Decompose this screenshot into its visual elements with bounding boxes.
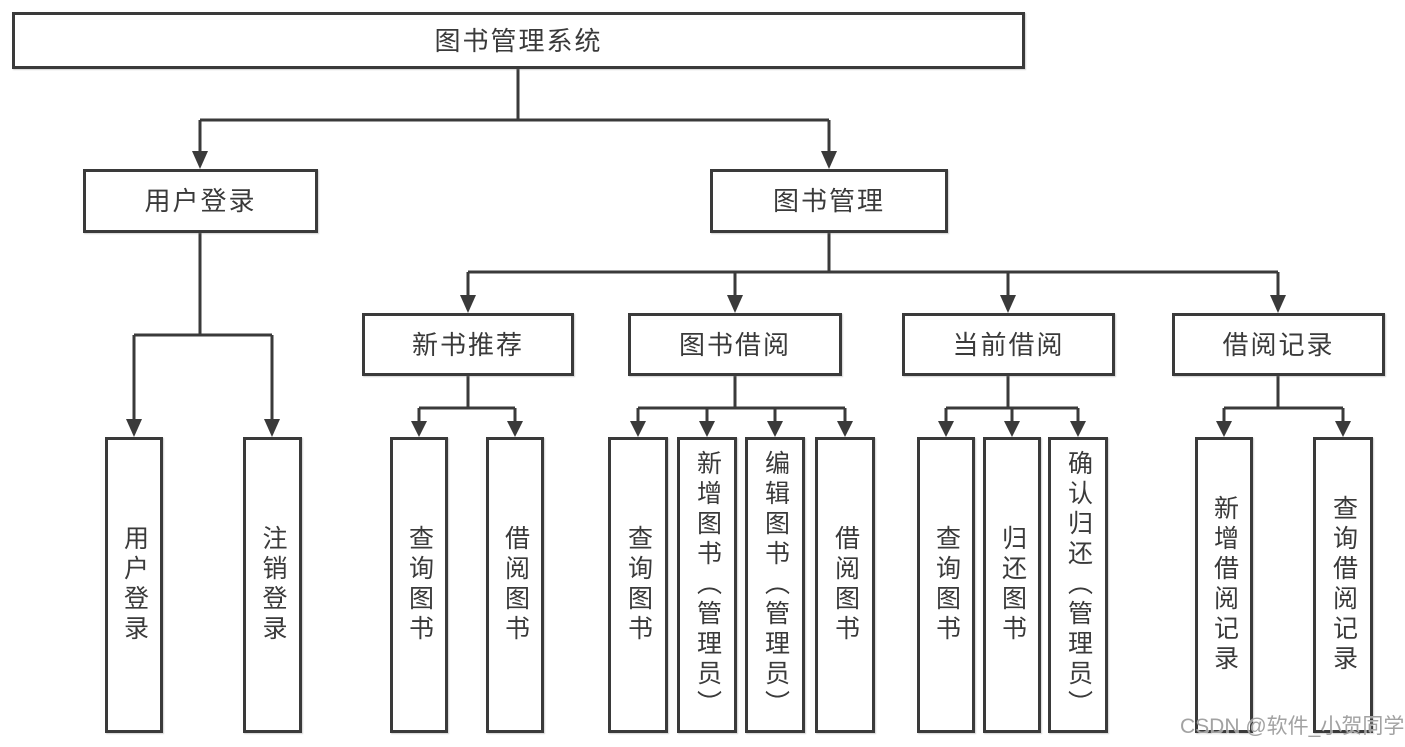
connector-bookmgmt-to-level3 <box>460 233 1286 313</box>
connector-root-to-level2 <box>192 68 837 169</box>
node-label: 借阅图书 <box>501 525 530 645</box>
leaf-br-query-record: 查询借阅记录 <box>1313 437 1373 733</box>
leaf-logout-login: 注销登录 <box>243 437 302 733</box>
node-book-borrowing: 图书借阅 <box>628 313 842 376</box>
leaf-bb-add-books-admin: 新增图书（管理员） <box>677 437 737 733</box>
node-label: 确认归还（管理员） <box>1064 450 1093 720</box>
node-user-login: 用户登录 <box>83 169 318 233</box>
node-borrowing-records: 借阅记录 <box>1172 313 1385 376</box>
leaf-nbr-borrow-books: 借阅图书 <box>486 437 544 733</box>
leaf-br-add-record: 新增借阅记录 <box>1195 437 1253 733</box>
leaf-bb-borrow-books: 借阅图书 <box>815 437 875 733</box>
connector-newbook-to-leaves <box>411 376 523 437</box>
csdn-watermark: CSDN @软件_小贺同学 <box>1180 715 1405 738</box>
connector-userlogin-to-leaves <box>126 233 280 437</box>
node-label: 图书借阅 <box>678 329 791 360</box>
node-label: 用户登录 <box>144 186 257 216</box>
node-root-library-system: 图书管理系统 <box>12 12 1025 69</box>
node-label: 编辑图书（管理员） <box>761 450 790 720</box>
node-label: 图书管理系统 <box>434 25 603 56</box>
node-label: 新书推荐 <box>411 329 524 360</box>
leaf-nbr-query-books: 查询图书 <box>390 437 448 733</box>
node-label: 新增借阅记录 <box>1210 495 1239 675</box>
leaf-cb-confirm-return-admin: 确认归还（管理员） <box>1048 437 1108 733</box>
leaf-cb-return-books: 归还图书 <box>983 437 1041 733</box>
node-label: 当前借阅 <box>952 329 1065 360</box>
node-label: 查询图书 <box>405 525 434 645</box>
connector-borrowing-to-leaves <box>630 376 853 437</box>
node-book-management: 图书管理 <box>710 169 948 233</box>
node-label: 查询图书 <box>624 525 653 645</box>
connector-records-to-leaves <box>1216 376 1351 437</box>
connector-current-to-leaves <box>938 376 1086 437</box>
node-label: 借阅记录 <box>1222 329 1335 360</box>
node-label: 图书管理 <box>772 186 885 216</box>
node-label: 查询借阅记录 <box>1329 495 1358 675</box>
node-new-book-recommend: 新书推荐 <box>362 313 574 376</box>
node-label: 查询图书 <box>932 525 961 645</box>
node-label: 注销登录 <box>259 525 287 645</box>
node-label: 新增图书（管理员） <box>693 450 722 720</box>
node-label: 归还图书 <box>998 525 1027 645</box>
leaf-bb-edit-books-admin: 编辑图书（管理员） <box>745 437 805 733</box>
node-label: 借阅图书 <box>831 525 860 645</box>
leaf-cb-query-books: 查询图书 <box>917 437 975 733</box>
node-current-borrowing: 当前借阅 <box>902 313 1115 376</box>
node-label: 用户登录 <box>120 525 149 645</box>
leaf-bb-query-books: 查询图书 <box>608 437 668 733</box>
leaf-user-login: 用户登录 <box>105 437 163 733</box>
